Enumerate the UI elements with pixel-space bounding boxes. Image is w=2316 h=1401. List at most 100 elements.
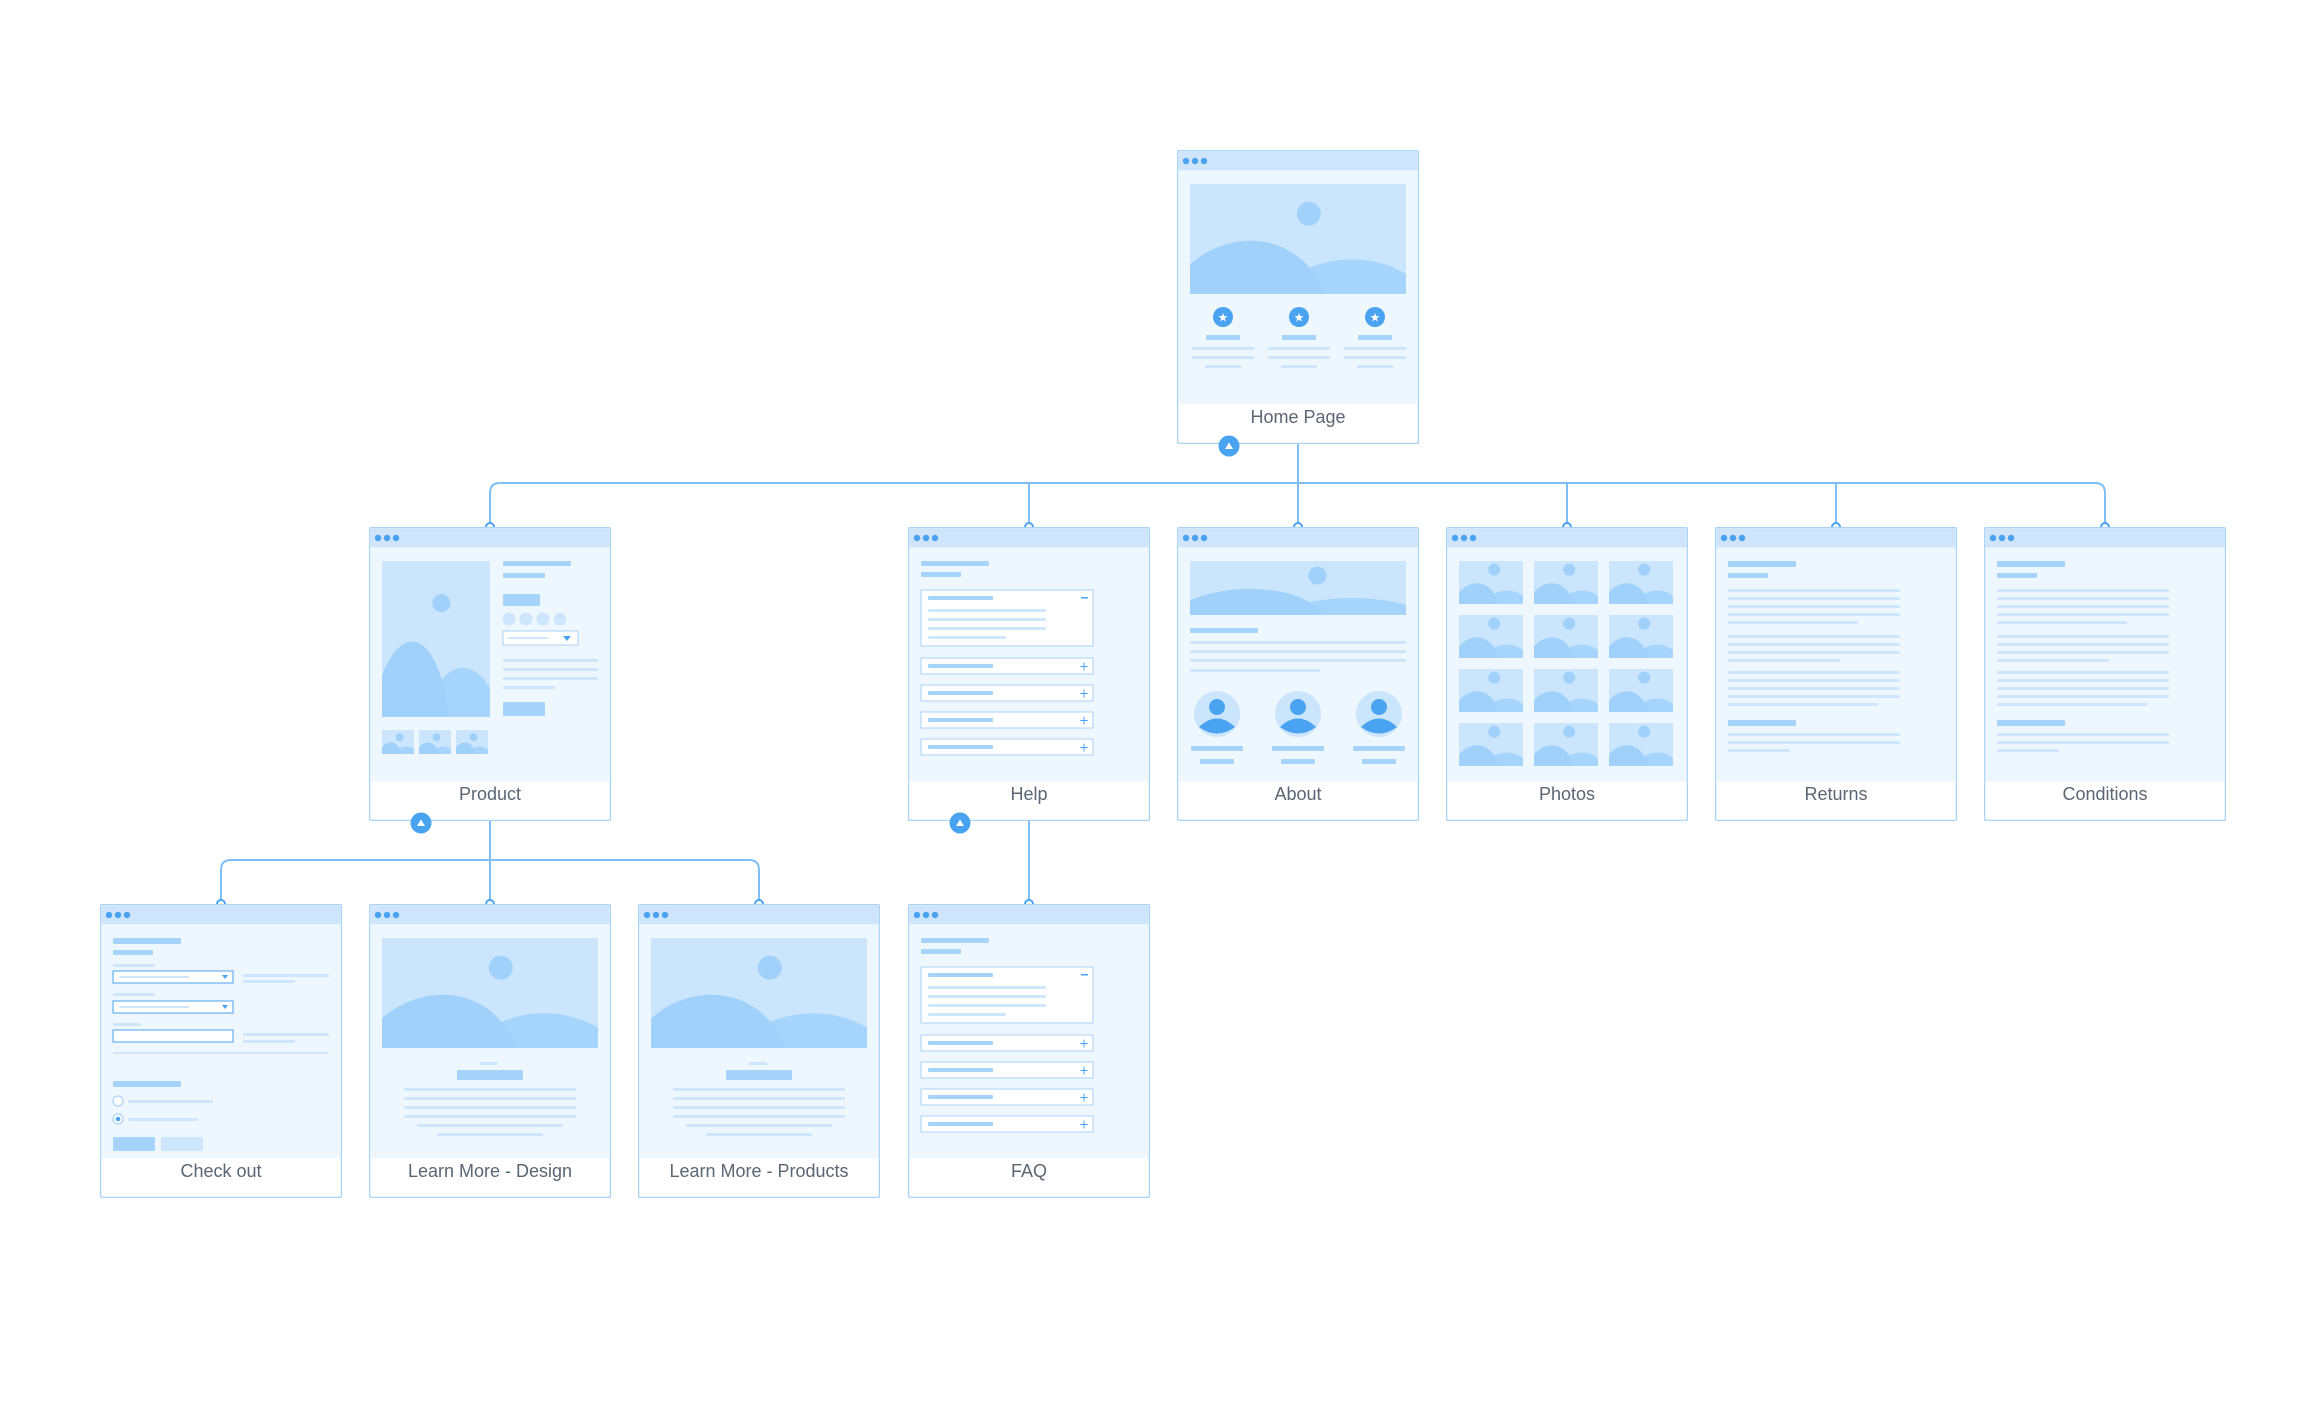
placeholder-line bbox=[928, 986, 1046, 989]
plus-icon: + bbox=[1079, 1037, 1089, 1051]
collapse-toggle-home[interactable] bbox=[1218, 435, 1240, 457]
placeholder-line bbox=[1728, 733, 1900, 736]
placeholder-line bbox=[1362, 759, 1396, 764]
star-icon bbox=[1213, 307, 1233, 327]
page-node-learn-more-design[interactable]: Learn More - Design bbox=[369, 904, 611, 1198]
sun-shape bbox=[1638, 725, 1651, 738]
plus-icon: + bbox=[1079, 714, 1089, 728]
photo-thumbnail bbox=[1534, 669, 1598, 712]
window-dot bbox=[931, 911, 939, 919]
placeholder-line bbox=[1353, 746, 1405, 751]
placeholder-line bbox=[113, 950, 153, 955]
placeholder-line bbox=[1728, 561, 1796, 567]
placeholder-line bbox=[1997, 605, 2169, 608]
hill-shape bbox=[468, 746, 488, 754]
placeholder-line bbox=[1997, 703, 2147, 706]
wireframe-returns bbox=[1715, 527, 1957, 821]
page-node-returns[interactable]: Returns bbox=[1715, 527, 1957, 821]
placeholder-line bbox=[1190, 628, 1258, 633]
placeholder-line bbox=[921, 938, 989, 943]
placeholder-line bbox=[928, 1122, 993, 1126]
star-glyph: ★ bbox=[1218, 311, 1229, 325]
page-node-about[interactable]: About bbox=[1177, 527, 1419, 821]
placeholder-line bbox=[404, 1115, 576, 1118]
page-node-help[interactable]: ++++ Help bbox=[908, 527, 1150, 821]
placeholder-line bbox=[243, 1040, 295, 1043]
placeholder-line bbox=[928, 636, 1006, 639]
page-node-photos[interactable]: Photos bbox=[1446, 527, 1688, 821]
placeholder-line bbox=[503, 573, 545, 578]
collapse-toggle-product[interactable] bbox=[410, 812, 432, 834]
text-field bbox=[112, 1029, 234, 1043]
image-placeholder bbox=[651, 938, 867, 1048]
placeholder-line bbox=[1728, 749, 1790, 752]
sun-shape bbox=[395, 733, 404, 742]
sun-shape bbox=[488, 955, 513, 980]
placeholder-line bbox=[928, 1004, 1046, 1007]
placeholder-line bbox=[1997, 720, 2065, 726]
page-node-product[interactable]: Product bbox=[369, 527, 611, 821]
window-dot bbox=[652, 911, 660, 919]
placeholder-line bbox=[1205, 365, 1241, 368]
placeholder-line bbox=[673, 1106, 845, 1109]
node-label-checkout: Check out bbox=[180, 1161, 262, 1181]
placeholder-line bbox=[1272, 746, 1324, 751]
hill-shape bbox=[1634, 644, 1673, 658]
window-dot bbox=[392, 534, 400, 542]
placeholder-line bbox=[1268, 356, 1330, 359]
page-node-checkout[interactable]: Check out bbox=[100, 904, 342, 1198]
window-dot bbox=[1191, 157, 1199, 165]
wireframe-product bbox=[369, 527, 611, 821]
placeholder-line bbox=[417, 1124, 563, 1127]
swatch-circle bbox=[519, 612, 533, 626]
window-dot bbox=[374, 534, 382, 542]
placeholder-line bbox=[1728, 741, 1900, 744]
placeholder-line bbox=[243, 1033, 329, 1036]
wireframe-photos bbox=[1446, 527, 1688, 821]
window-titlebar bbox=[909, 905, 1149, 925]
window-titlebar bbox=[639, 905, 879, 925]
placeholder-line bbox=[1282, 335, 1316, 340]
node-label-returns: Returns bbox=[1804, 784, 1868, 804]
star-glyph: ★ bbox=[1294, 311, 1305, 325]
wireframe-help: ++++ bbox=[908, 527, 1150, 821]
minus-icon bbox=[1081, 597, 1088, 599]
node-label-product: Product bbox=[458, 784, 522, 804]
sun-shape bbox=[1638, 671, 1651, 684]
hill-shape bbox=[1634, 698, 1673, 712]
image-placeholder bbox=[382, 938, 598, 1048]
radio-button bbox=[112, 1095, 124, 1107]
placeholder-line bbox=[706, 1133, 812, 1136]
page-node-learn-more-products[interactable]: Learn More - Products bbox=[638, 904, 880, 1198]
accordion-item bbox=[920, 1088, 1094, 1106]
placeholder-line bbox=[928, 627, 1046, 630]
collapse-toggle-help[interactable] bbox=[949, 812, 971, 834]
placeholder-line bbox=[161, 1137, 203, 1151]
page-node-faq[interactable]: ++++ FAQ bbox=[908, 904, 1150, 1198]
placeholder-line bbox=[503, 677, 598, 680]
wireframe-content bbox=[382, 561, 598, 754]
placeholder-line bbox=[1200, 759, 1234, 764]
placeholder-line bbox=[1997, 589, 2169, 592]
sun-shape bbox=[1563, 617, 1576, 630]
placeholder-line bbox=[1997, 643, 2169, 646]
window-dot bbox=[383, 534, 391, 542]
placeholder-line bbox=[928, 718, 993, 722]
wireframe-home: ★★★ bbox=[1177, 150, 1419, 444]
placeholder-line bbox=[503, 659, 598, 662]
placeholder-line bbox=[113, 1137, 155, 1151]
plus-icon: + bbox=[1079, 687, 1089, 701]
wireframe-content: ★★★ bbox=[1190, 184, 1406, 368]
placeholder-line bbox=[1997, 679, 2169, 682]
placeholder-line bbox=[928, 691, 993, 695]
placeholder-line bbox=[1357, 365, 1393, 368]
window-dot bbox=[922, 534, 930, 542]
wireframe-content bbox=[112, 938, 329, 1151]
avatar-head bbox=[1371, 699, 1387, 715]
page-node-conditions[interactable]: Conditions bbox=[1984, 527, 2226, 821]
accordion-item bbox=[920, 1034, 1094, 1052]
wireframe-content bbox=[382, 938, 598, 1136]
placeholder-line bbox=[1728, 597, 1900, 600]
window-dot bbox=[1182, 534, 1190, 542]
page-node-home[interactable]: ★★★ Home Page bbox=[1177, 150, 1419, 444]
